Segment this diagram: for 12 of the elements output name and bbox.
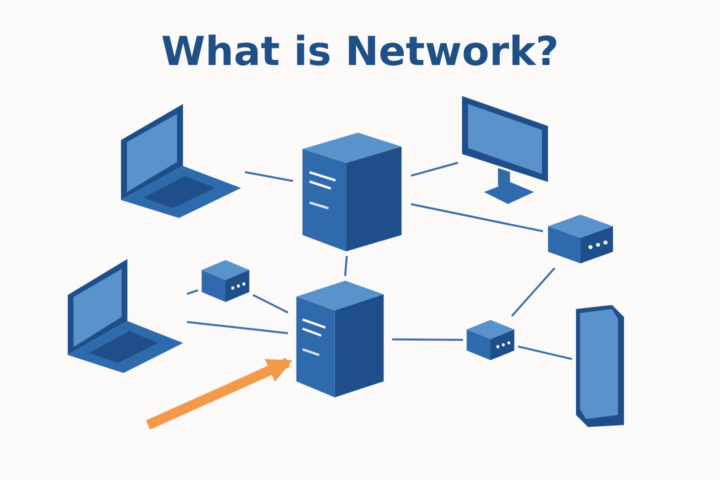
highlight-arrow: [146, 358, 293, 430]
connection-line: [392, 338, 463, 341]
connection-line: [344, 256, 348, 276]
connection-line: [186, 289, 198, 295]
connection-line: [511, 267, 556, 317]
title: What is Network?: [160, 28, 560, 76]
connection-line: [244, 171, 294, 182]
connection-line: [410, 203, 544, 232]
connection-line: [518, 345, 572, 360]
connection-line: [252, 294, 288, 314]
connection-line: [410, 162, 458, 177]
connection-line: [186, 320, 288, 334]
